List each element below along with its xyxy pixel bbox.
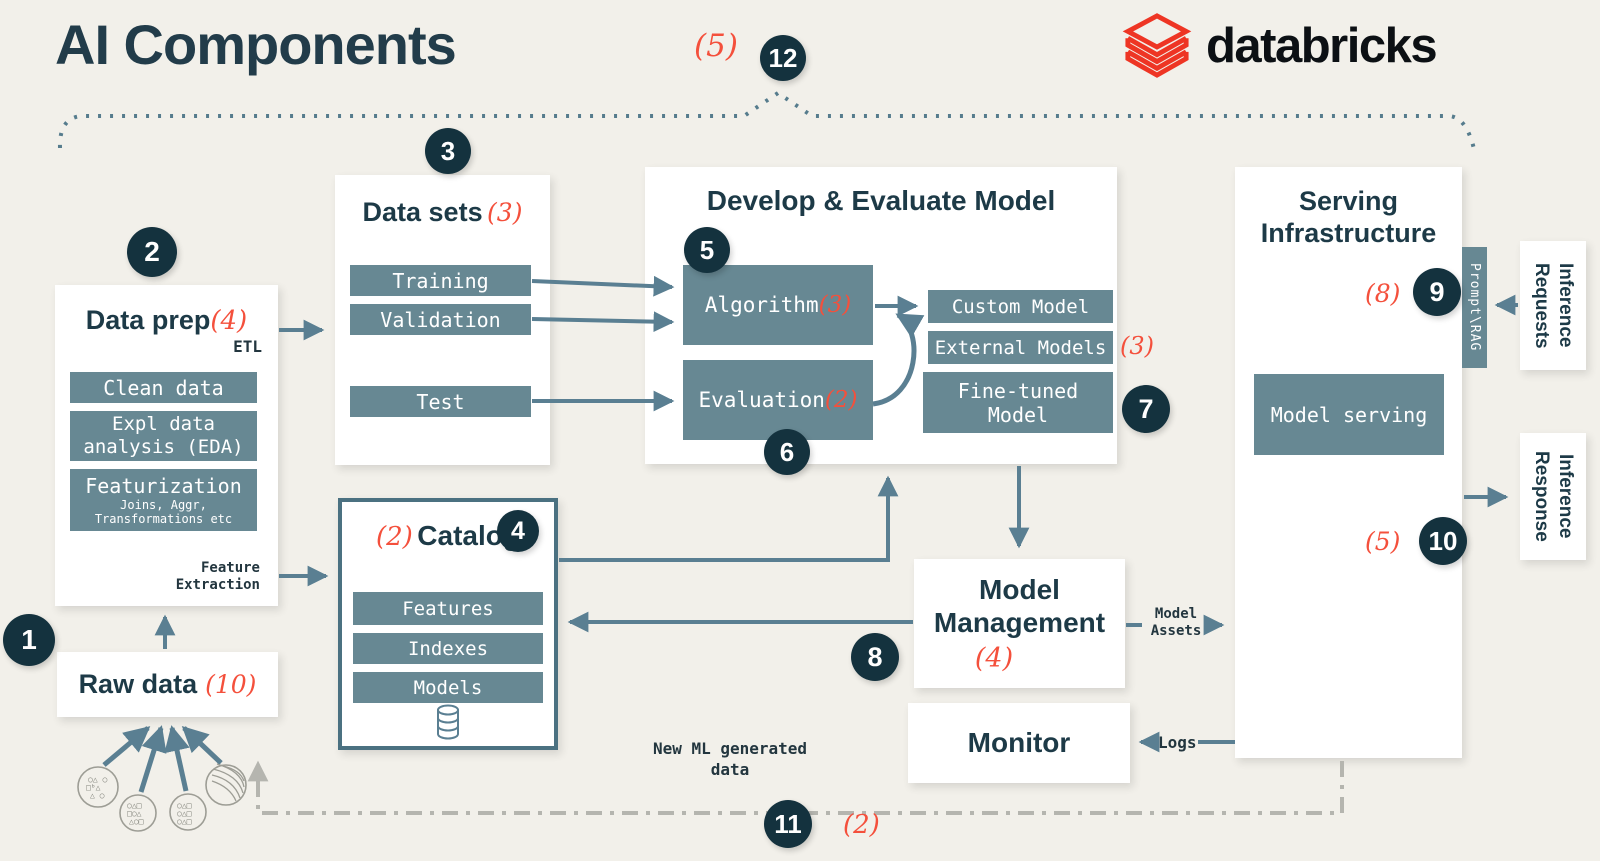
inference-requests-line1: Inference [1555,263,1576,348]
catalog-annotation: (2) [376,522,413,552]
indexes-bar: Indexes [353,633,543,664]
raw-data-annotation: (10) [205,670,257,699]
svg-text:○△ ○: ○△ ○ [88,775,107,784]
training-bar: Training [350,265,531,296]
arrow-source1-to-rawdata [102,726,151,767]
badge-6: 6 [764,429,810,475]
develop-evaluate-title: Develop & Evaluate Model [706,185,1056,216]
databricks-wordmark: databricks [1206,19,1438,73]
databricks-stacked-layers-icon [1122,13,1192,78]
model-serving-bar: Model serving [1254,374,1444,455]
monitor-title: Monitor [967,727,1071,758]
data-sets-annotation: (3) [487,198,523,227]
model-management-box: Model Management (4) [914,559,1125,688]
prompt-rag-tab: Prompt\RAG [1462,247,1487,368]
badge-8: 8 [851,633,899,681]
inference-requests-box: Inference Requests [1520,241,1586,370]
arrow-source2-to-rawdata [138,725,167,793]
scatter-shapes-icon [77,766,119,808]
badge-11: 11 [764,800,812,848]
serving-annotation-8: (8) [1365,279,1401,308]
data-sets-title: Data sets (3) [335,197,550,228]
badge-12: 12 [760,35,806,81]
algorithm-label: Algorithm [704,293,819,317]
model-management-title: Model Management [933,574,1106,638]
badge-4: 4 [497,510,539,552]
badge-7: 7 [1122,385,1170,433]
data-prep-annotation: (4) [210,306,248,336]
evaluation-bar: Evaluation(2) [683,360,873,440]
algorithm-bar: Algorithm(3) [683,265,873,345]
arrow-source3-to-rawdata [164,725,190,792]
fine-tuned-model-bar: Fine-tuned Model [923,372,1113,433]
monitor-box: Monitor [908,703,1130,783]
badge-9: 9 [1413,268,1461,316]
inference-response-box: Inference Response [1520,433,1586,560]
algorithm-annotation: (3) [818,292,852,318]
serving-infrastructure-box: Serving Infrastructure (8) (5) [1235,167,1462,758]
inference-requests-line2: Requests [1531,262,1552,349]
raw-data-box: Raw data (10) [57,652,278,717]
database-icon [437,704,459,740]
raw-data-title: Raw data [78,669,198,699]
badge-3: 3 [425,128,471,174]
arrow-catalog-to-develop [559,475,899,562]
model-assets-label: Model Assets [1150,606,1202,639]
svg-text:○△□: ○△□ [127,801,142,810]
featurization-subtitle: Joins, Aggr, Transformations etc [94,498,233,526]
serving-infrastructure-title: Serving Infrastructure [1260,186,1437,248]
data-prep-title-text: Data prep [85,305,211,335]
logs-label: Logs [1158,733,1197,752]
features-bar: Features [353,592,543,625]
model-management-annotation: (4) [974,643,1014,674]
featurization-title: Featurization [85,474,242,498]
svg-text:□○△: □○△ [127,809,142,818]
page-title: AI Components [55,13,457,76]
badge-10: 10 [1419,517,1467,565]
sphere-icon [205,764,247,806]
evaluation-label: Evaluation [698,388,825,412]
svg-text:□ᵇ△: □ᵇ△ [86,783,101,792]
badge-1: 1 [3,614,55,666]
custom-model-bar: Custom Model [928,290,1113,323]
inference-requests-label: Inference Requests [1529,263,1577,349]
data-sets-title-text: Data sets [362,197,483,227]
svg-text:△○□: △○□ [129,817,144,826]
svg-text:○△□: ○△□ [177,801,192,810]
inference-response-label: Inference Response [1529,451,1577,542]
data-source-icons [77,764,247,832]
models-bar: Models [353,672,543,703]
etl-label: ETL [233,337,262,356]
top-dotted-line [57,90,1476,150]
new-ml-generated-data-label: New ML generated data [652,739,808,779]
svg-text:△ ○: △ ○ [90,791,105,800]
annotation-top-5: (5) [694,28,738,64]
badge-2: 2 [127,227,177,277]
serving-annotation-5: (5) [1365,527,1401,556]
external-models-annotation: (3) [1120,332,1154,360]
svg-text:○△□: ○△□ [177,809,192,818]
inference-response-line2: Response [1531,451,1552,542]
featurization-bar: Featurization Joins, Aggr, Transformatio… [70,469,257,531]
test-bar: Test [350,386,531,417]
inference-response-line1: Inference [1555,454,1576,539]
grid-shapes-icon [119,794,157,832]
external-models-bar: External Models [928,331,1113,364]
validation-bar: Validation [350,304,531,335]
clean-data-bar: Clean data [70,372,257,403]
feature-extraction-label: Feature Extraction [175,560,260,593]
evaluation-annotation: (2) [824,387,858,413]
databricks-logo: databricks [1122,12,1438,80]
data-prep-title: Data prep(4) [55,305,278,336]
arrow-source4-to-rawdata [181,725,223,765]
badge-5: 5 [684,227,730,273]
svg-text:○△□: ○△□ [177,817,192,826]
annotation-bottom-2: (2) [843,810,880,840]
grid-shapes-icon [169,793,207,831]
eda-bar: Expl data analysis (EDA) [70,411,257,461]
